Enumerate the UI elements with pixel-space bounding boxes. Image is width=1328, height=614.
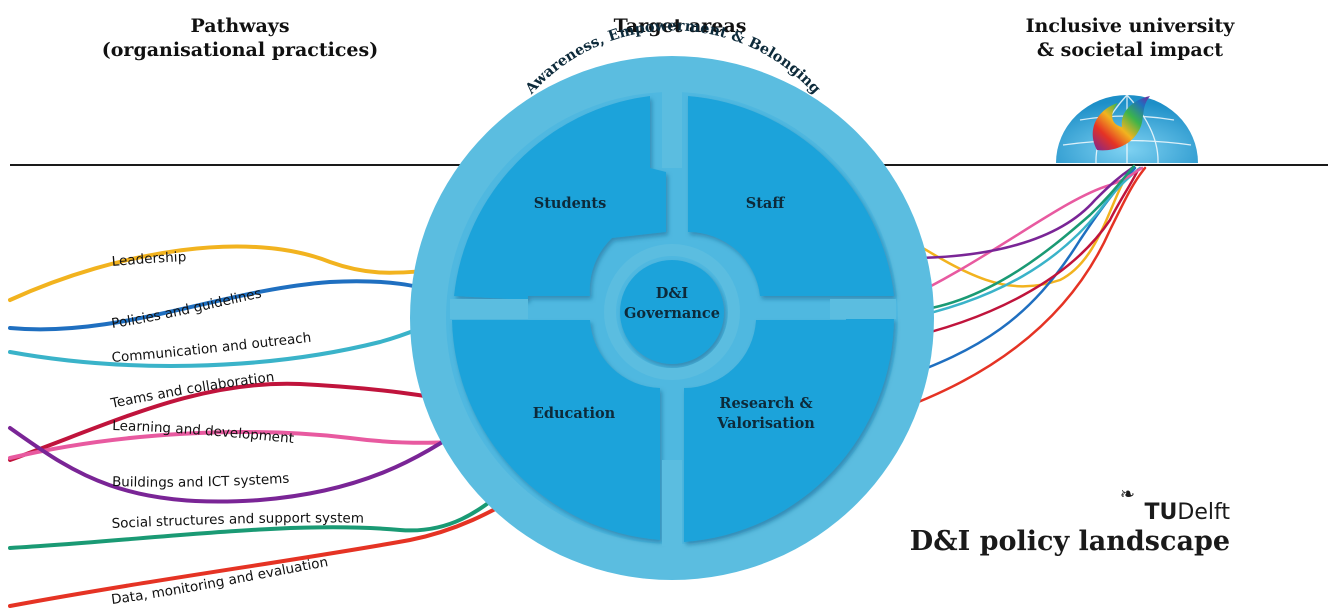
tu-delft-logo: TUDelft	[900, 500, 1230, 526]
label-governance-line2: Governance	[624, 305, 720, 322]
globe-icon	[1056, 94, 1198, 164]
pathway-strand-right-6	[896, 164, 1136, 314]
pathway-strand-left-5	[8, 418, 477, 504]
pathway-strand-right-7	[878, 166, 1147, 418]
label-research-line2: Valorisation	[716, 415, 815, 432]
pathway-strand-right-5	[890, 166, 1134, 260]
pathway-strand-right-4	[893, 166, 1144, 306]
pathway-strand-right-2	[898, 166, 1142, 322]
quadrants	[452, 96, 894, 542]
label-staff: Staff	[746, 195, 786, 212]
pathway-labels: Leadership Policies and guidelines Commu…	[109, 249, 365, 608]
pathway-strand-left-6	[8, 488, 507, 550]
pathway-strand-left-0	[8, 244, 454, 302]
impact-header-line2: & societal impact	[1036, 39, 1224, 61]
pathway-strand-right-3	[896, 168, 1140, 342]
diagram-title: D&I policy landscape	[909, 526, 1230, 557]
label-research-line1: Research &	[719, 395, 812, 412]
pathway-strand-right-0	[884, 168, 1132, 288]
tu-delft-logo-block: ❧ TUDelft D&I policy landscape	[900, 484, 1230, 558]
pathway-strands-right	[878, 164, 1147, 418]
pathway-label-learning: Learning and development	[112, 418, 295, 447]
label-students: Students	[534, 195, 606, 212]
governance-core	[620, 260, 724, 364]
quadrant-staff	[688, 96, 894, 296]
pathways-header-line1: Pathways	[190, 15, 290, 37]
label-education: Education	[533, 405, 616, 422]
target-areas-header: Target areas	[560, 14, 800, 38]
quadrant-students	[454, 96, 666, 300]
pathway-strand-left-3	[8, 381, 472, 462]
pathway-strand-left-2	[8, 304, 474, 368]
quadrant-education	[452, 320, 660, 540]
pathway-label-leadership: Leadership	[111, 249, 186, 270]
pathway-label-teams: Teams and collaboration	[109, 369, 276, 412]
target-areas-header-text: Target areas	[613, 15, 747, 37]
impact-header-line1: Inclusive university	[1025, 15, 1235, 37]
label-governance-line1: D&I	[656, 285, 689, 302]
impact-header: Inclusive university & societal impact	[1000, 14, 1260, 62]
logo-tu: TU	[1144, 500, 1178, 525]
flame-icon: ❧	[1119, 484, 1135, 505]
logo-delft: Delft	[1177, 500, 1230, 525]
pathway-label-data: Data, monitoring and evaluation	[110, 554, 329, 608]
pathway-strand-left-7	[8, 488, 532, 608]
pathway-label-policies: Policies and guidelines	[110, 285, 263, 331]
quadrant-research	[684, 318, 894, 542]
pathways-header: Pathways (organisational practices)	[80, 14, 400, 62]
pathway-label-buildings: Buildings and ICT systems	[112, 471, 290, 491]
pathways-header-line2: (organisational practices)	[101, 39, 379, 61]
